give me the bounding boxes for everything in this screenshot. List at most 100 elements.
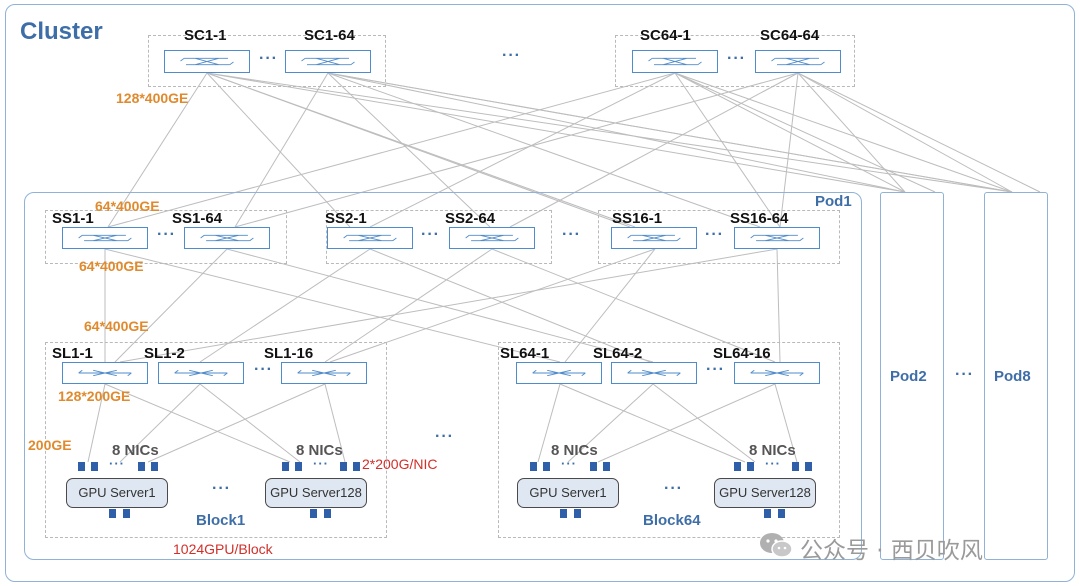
spine-switch[interactable] [611, 227, 697, 249]
gpu-server[interactable]: GPU Server1 [517, 478, 619, 508]
switch-icon [78, 234, 132, 242]
core-switch[interactable] [755, 50, 841, 73]
link-line [567, 383, 654, 463]
core-switch-label: SC64-1 [640, 27, 691, 44]
core-switch[interactable] [285, 50, 371, 73]
spine-switch[interactable] [184, 227, 270, 249]
nic-port [560, 509, 567, 518]
spine-switch-label: SS1-1 [52, 210, 94, 227]
link-line [559, 383, 746, 463]
ellipsis: ··· [562, 226, 581, 243]
link-line [776, 248, 781, 363]
nic-port [778, 509, 785, 518]
link-line [797, 72, 1041, 193]
link-line [114, 248, 228, 363]
leaf-uplink-label: 64*400GE [84, 318, 149, 334]
leaf-switch[interactable] [62, 362, 148, 384]
switch-icon [750, 234, 804, 242]
nic-port [530, 462, 537, 471]
nic-port [324, 509, 331, 518]
link-line [369, 248, 651, 363]
link-line [87, 383, 106, 463]
leaf-switch[interactable] [516, 362, 602, 384]
link-line [509, 72, 799, 228]
leaf-switch-label: SL64-2 [593, 345, 643, 362]
link-line [206, 72, 351, 228]
cluster-frame [5, 4, 1075, 582]
link-line [327, 72, 491, 228]
nic-port [590, 462, 597, 471]
block1-frame [45, 342, 387, 538]
leaf-switch[interactable] [281, 362, 367, 384]
link-line [147, 383, 326, 463]
ellipsis: ··· [259, 50, 278, 67]
nic-port [282, 462, 289, 471]
core-switch[interactable] [632, 50, 718, 73]
nic-port [764, 509, 771, 518]
block-title: Block64 [643, 512, 701, 529]
link-line [652, 383, 756, 463]
nic-count-label: 8 NICs [112, 442, 159, 459]
nic-port [603, 462, 610, 471]
nic-port [138, 462, 145, 471]
link-line [104, 248, 561, 363]
link-line [674, 72, 936, 193]
cluster-title: Cluster [20, 18, 103, 45]
gpu-server[interactable]: GPU Server128 [265, 478, 367, 508]
pod8-frame [984, 192, 1048, 560]
nic-port [747, 462, 754, 471]
block-title: Block1 [196, 512, 246, 529]
leaf-switch[interactable] [734, 362, 820, 384]
link-line [234, 72, 799, 228]
spine-switch[interactable] [327, 227, 413, 249]
nic-port [734, 462, 741, 471]
ellipsis: ··· [157, 226, 176, 243]
gpu-server[interactable]: GPU Server1 [66, 478, 168, 508]
spine-downlink-label: 64*400GE [79, 258, 144, 274]
ellipsis: ··· [421, 226, 440, 243]
link-line [119, 383, 201, 463]
nic-port [91, 462, 98, 471]
switch-icon [343, 234, 397, 242]
spine-switch[interactable] [734, 227, 820, 249]
nic-count-label: 8 NICs [296, 442, 343, 459]
nic-port [78, 462, 85, 471]
spine-switch[interactable] [449, 227, 535, 249]
spine-switch[interactable] [62, 227, 148, 249]
pod1-frame [24, 192, 862, 560]
link-line [797, 72, 1013, 193]
spine-switch-label: SS2-1 [325, 210, 367, 227]
core-group-64 [615, 35, 855, 87]
nic-count-label: 8 NICs [749, 442, 796, 459]
spine-switch-label: SS16-64 [730, 210, 789, 227]
nic-port [805, 462, 812, 471]
link-line [327, 72, 906, 193]
link-line [107, 72, 676, 228]
ellipsis: ··· [254, 361, 273, 378]
link-line [369, 72, 676, 228]
link-line [491, 248, 776, 363]
link-line [779, 72, 799, 228]
link-line [199, 383, 301, 463]
leaf-switch-label: SL1-1 [52, 345, 93, 362]
nic-speed-label: 2*200G/NIC [362, 456, 438, 472]
nic-port [543, 462, 550, 471]
link-line [107, 72, 208, 228]
ellipsis: ··· [765, 456, 781, 471]
leaf-switch[interactable] [611, 362, 697, 384]
switch-icon [532, 369, 586, 377]
switch-icon [180, 57, 234, 66]
switch-icon [627, 369, 681, 377]
link-line [774, 383, 798, 463]
core-switch-label: SC1-1 [184, 27, 227, 44]
leaf-switch-label: SL64-1 [500, 345, 550, 362]
spine-group-16 [598, 210, 840, 264]
gpu-server[interactable]: GPU Server128 [714, 478, 816, 508]
link-line [597, 383, 776, 463]
leaf-switch[interactable] [158, 362, 244, 384]
nic-port [792, 462, 799, 471]
link-line [327, 72, 1013, 193]
ellipsis: ··· [313, 456, 329, 471]
core-switch[interactable] [164, 50, 250, 73]
